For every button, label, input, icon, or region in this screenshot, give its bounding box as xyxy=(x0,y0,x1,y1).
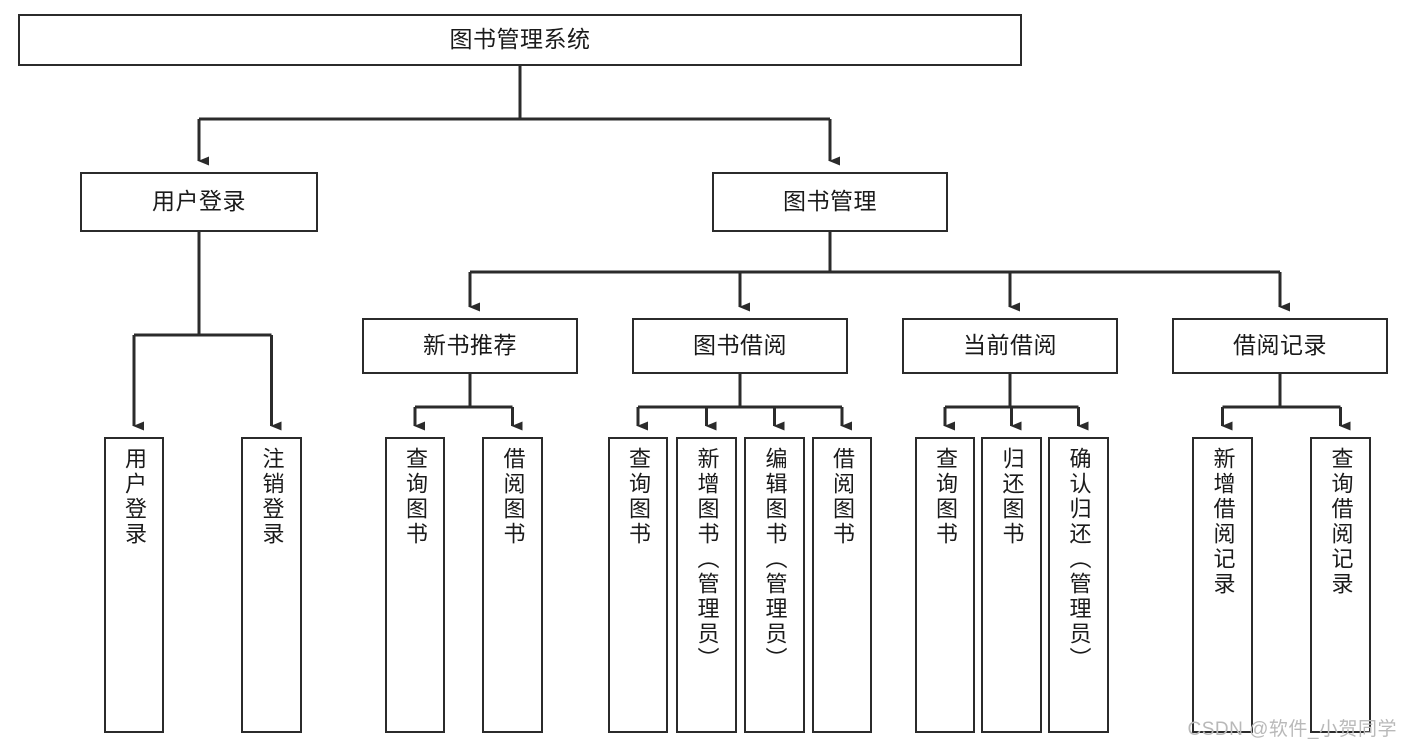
node-leaf-return-book-label: 归还图书 xyxy=(999,447,1025,547)
node-leaf-query-record[interactable]: 查询借阅记录 xyxy=(1310,437,1371,733)
node-leaf-borrow-book-1-label: 借阅图书 xyxy=(500,447,526,547)
node-book-borrow[interactable]: 图书借阅 xyxy=(632,318,848,374)
node-leaf-return-book[interactable]: 归还图书 xyxy=(981,437,1042,733)
node-leaf-logout-label: 注销登录 xyxy=(259,447,285,547)
node-leaf-borrow-book-2-label: 借阅图书 xyxy=(830,447,855,547)
node-book-manage[interactable]: 图书管理 xyxy=(712,172,948,232)
node-leaf-add-record-label: 新增借阅记录 xyxy=(1210,447,1236,597)
node-borrow-record-label: 借阅记录 xyxy=(1233,332,1327,359)
node-current-borrow[interactable]: 当前借阅 xyxy=(902,318,1118,374)
node-book-borrow-label: 图书借阅 xyxy=(693,332,787,359)
node-borrow-record[interactable]: 借阅记录 xyxy=(1172,318,1388,374)
node-leaf-add-book-admin[interactable]: 新增图书（管理员） xyxy=(676,437,737,733)
node-leaf-confirm-return-admin[interactable]: 确认归还（管理员） xyxy=(1048,437,1109,733)
node-leaf-edit-book-admin-label: 编辑图书（管理员） xyxy=(762,447,788,672)
node-leaf-add-book-admin-label: 新增图书（管理员） xyxy=(694,447,720,672)
node-root[interactable]: 图书管理系统 xyxy=(18,14,1022,66)
node-current-borrow-label: 当前借阅 xyxy=(963,332,1057,359)
node-book-manage-label: 图书管理 xyxy=(783,188,877,215)
node-root-label: 图书管理系统 xyxy=(449,26,591,53)
node-leaf-add-record[interactable]: 新增借阅记录 xyxy=(1192,437,1253,733)
node-leaf-query-record-label: 查询借阅记录 xyxy=(1328,447,1354,597)
node-user-login-label: 用户登录 xyxy=(152,188,246,215)
node-leaf-user-login-label: 用户登录 xyxy=(122,447,147,547)
node-leaf-borrow-book-2[interactable]: 借阅图书 xyxy=(812,437,872,733)
node-new-book-recommend-label: 新书推荐 xyxy=(423,332,517,359)
node-leaf-user-login[interactable]: 用户登录 xyxy=(104,437,164,733)
node-leaf-query-book-1-label: 查询图书 xyxy=(403,447,428,547)
node-leaf-query-book-2[interactable]: 查询图书 xyxy=(608,437,668,733)
node-leaf-query-book-2-label: 查询图书 xyxy=(626,447,651,547)
node-leaf-edit-book-admin[interactable]: 编辑图书（管理员） xyxy=(744,437,805,733)
node-leaf-borrow-book-1[interactable]: 借阅图书 xyxy=(482,437,543,733)
node-leaf-query-book-3-label: 查询图书 xyxy=(933,447,958,547)
node-leaf-query-book-1[interactable]: 查询图书 xyxy=(385,437,445,733)
node-user-login[interactable]: 用户登录 xyxy=(80,172,318,232)
node-leaf-query-book-3[interactable]: 查询图书 xyxy=(915,437,975,733)
node-leaf-logout[interactable]: 注销登录 xyxy=(241,437,302,733)
node-new-book-recommend[interactable]: 新书推荐 xyxy=(362,318,578,374)
node-leaf-confirm-return-admin-label: 确认归还（管理员） xyxy=(1066,447,1092,672)
